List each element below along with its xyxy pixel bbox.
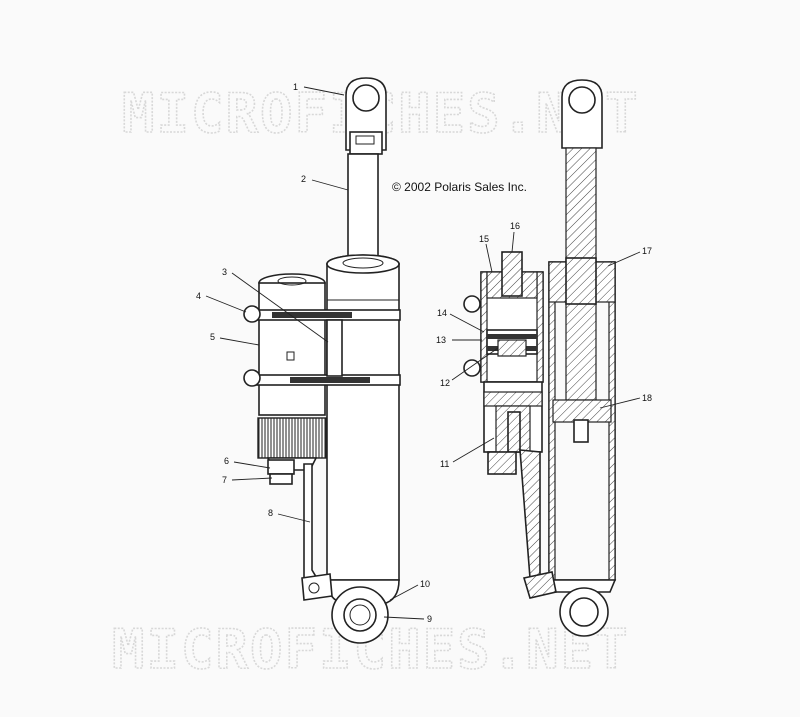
callout-11: 11	[440, 459, 449, 469]
piston-rod	[347, 153, 379, 263]
main-piston	[552, 399, 612, 423]
adjuster-knob	[257, 417, 327, 459]
leader-lines	[205, 86, 641, 620]
hose	[303, 463, 319, 591]
callout-10: 10	[420, 579, 430, 589]
fill-valve	[501, 251, 523, 297]
callout-numbers: 1 2 3 4 5 6 7 8 9 10 11 12 13 14 15 16 1…	[196, 82, 652, 624]
callout-4: 4	[196, 291, 201, 301]
callout-17: 17	[642, 246, 652, 256]
callout-16: 16	[510, 221, 520, 231]
adjuster-nut	[267, 459, 295, 475]
callout-5: 5	[210, 332, 215, 342]
callout-18: 18	[642, 393, 652, 403]
callout-15: 15	[479, 234, 489, 244]
copyright-text: © 2002 Polaris Sales Inc.	[392, 180, 527, 194]
callout-14: 14	[437, 308, 447, 318]
adjuster-screw	[269, 473, 293, 485]
callout-8: 8	[268, 508, 273, 518]
clamp-bolt-bottom	[243, 369, 261, 387]
shock-cutaway-view	[463, 79, 617, 637]
bottom-eyelet	[331, 586, 389, 644]
callout-2: 2	[301, 174, 306, 184]
shock-exterior-view	[243, 77, 401, 644]
reservoir	[257, 273, 327, 485]
hose-fitting	[301, 573, 333, 601]
callout-7: 7	[222, 475, 227, 485]
callout-3: 3	[222, 267, 227, 277]
clamp-bolt-top	[243, 305, 261, 323]
callout-9: 9	[427, 614, 432, 624]
callout-6: 6	[224, 456, 229, 466]
callout-1: 1	[293, 82, 298, 92]
main-body	[326, 254, 400, 605]
callout-12: 12	[440, 378, 450, 388]
callout-13: 13	[436, 335, 446, 345]
top-eyelet	[345, 77, 387, 155]
clamp-bands	[256, 309, 401, 386]
